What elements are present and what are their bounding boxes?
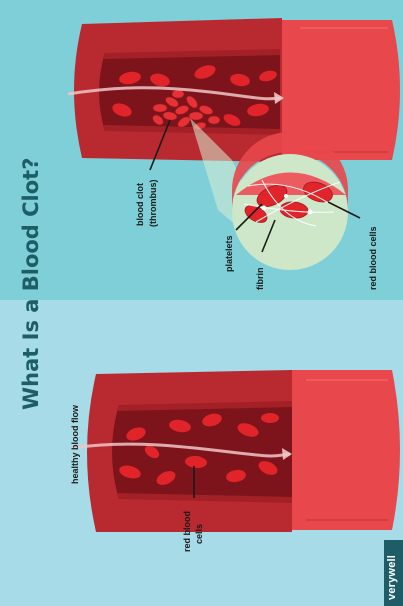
label-blood-clot: blood clot — [135, 183, 145, 226]
healthy-vessel — [72, 370, 400, 532]
label-platelets: platelets — [224, 235, 234, 272]
label-red-blood-cells-clot: red blood cells — [368, 226, 378, 290]
brand-logo: verywell — [386, 555, 398, 600]
page-title: What Is a Blood Clot? — [19, 158, 43, 410]
label-fibrin: fibrin — [255, 268, 265, 291]
healthy-vessel-outer-wall — [290, 370, 400, 530]
vessel-with-clot — [68, 18, 400, 162]
label-red-blood-line2: cells — [194, 524, 204, 544]
label-healthy-blood-flow: healthy blood flow — [70, 404, 80, 484]
label-thrombus: (thrombus) — [148, 180, 158, 228]
label-red-blood-line1: red blood — [182, 511, 192, 552]
